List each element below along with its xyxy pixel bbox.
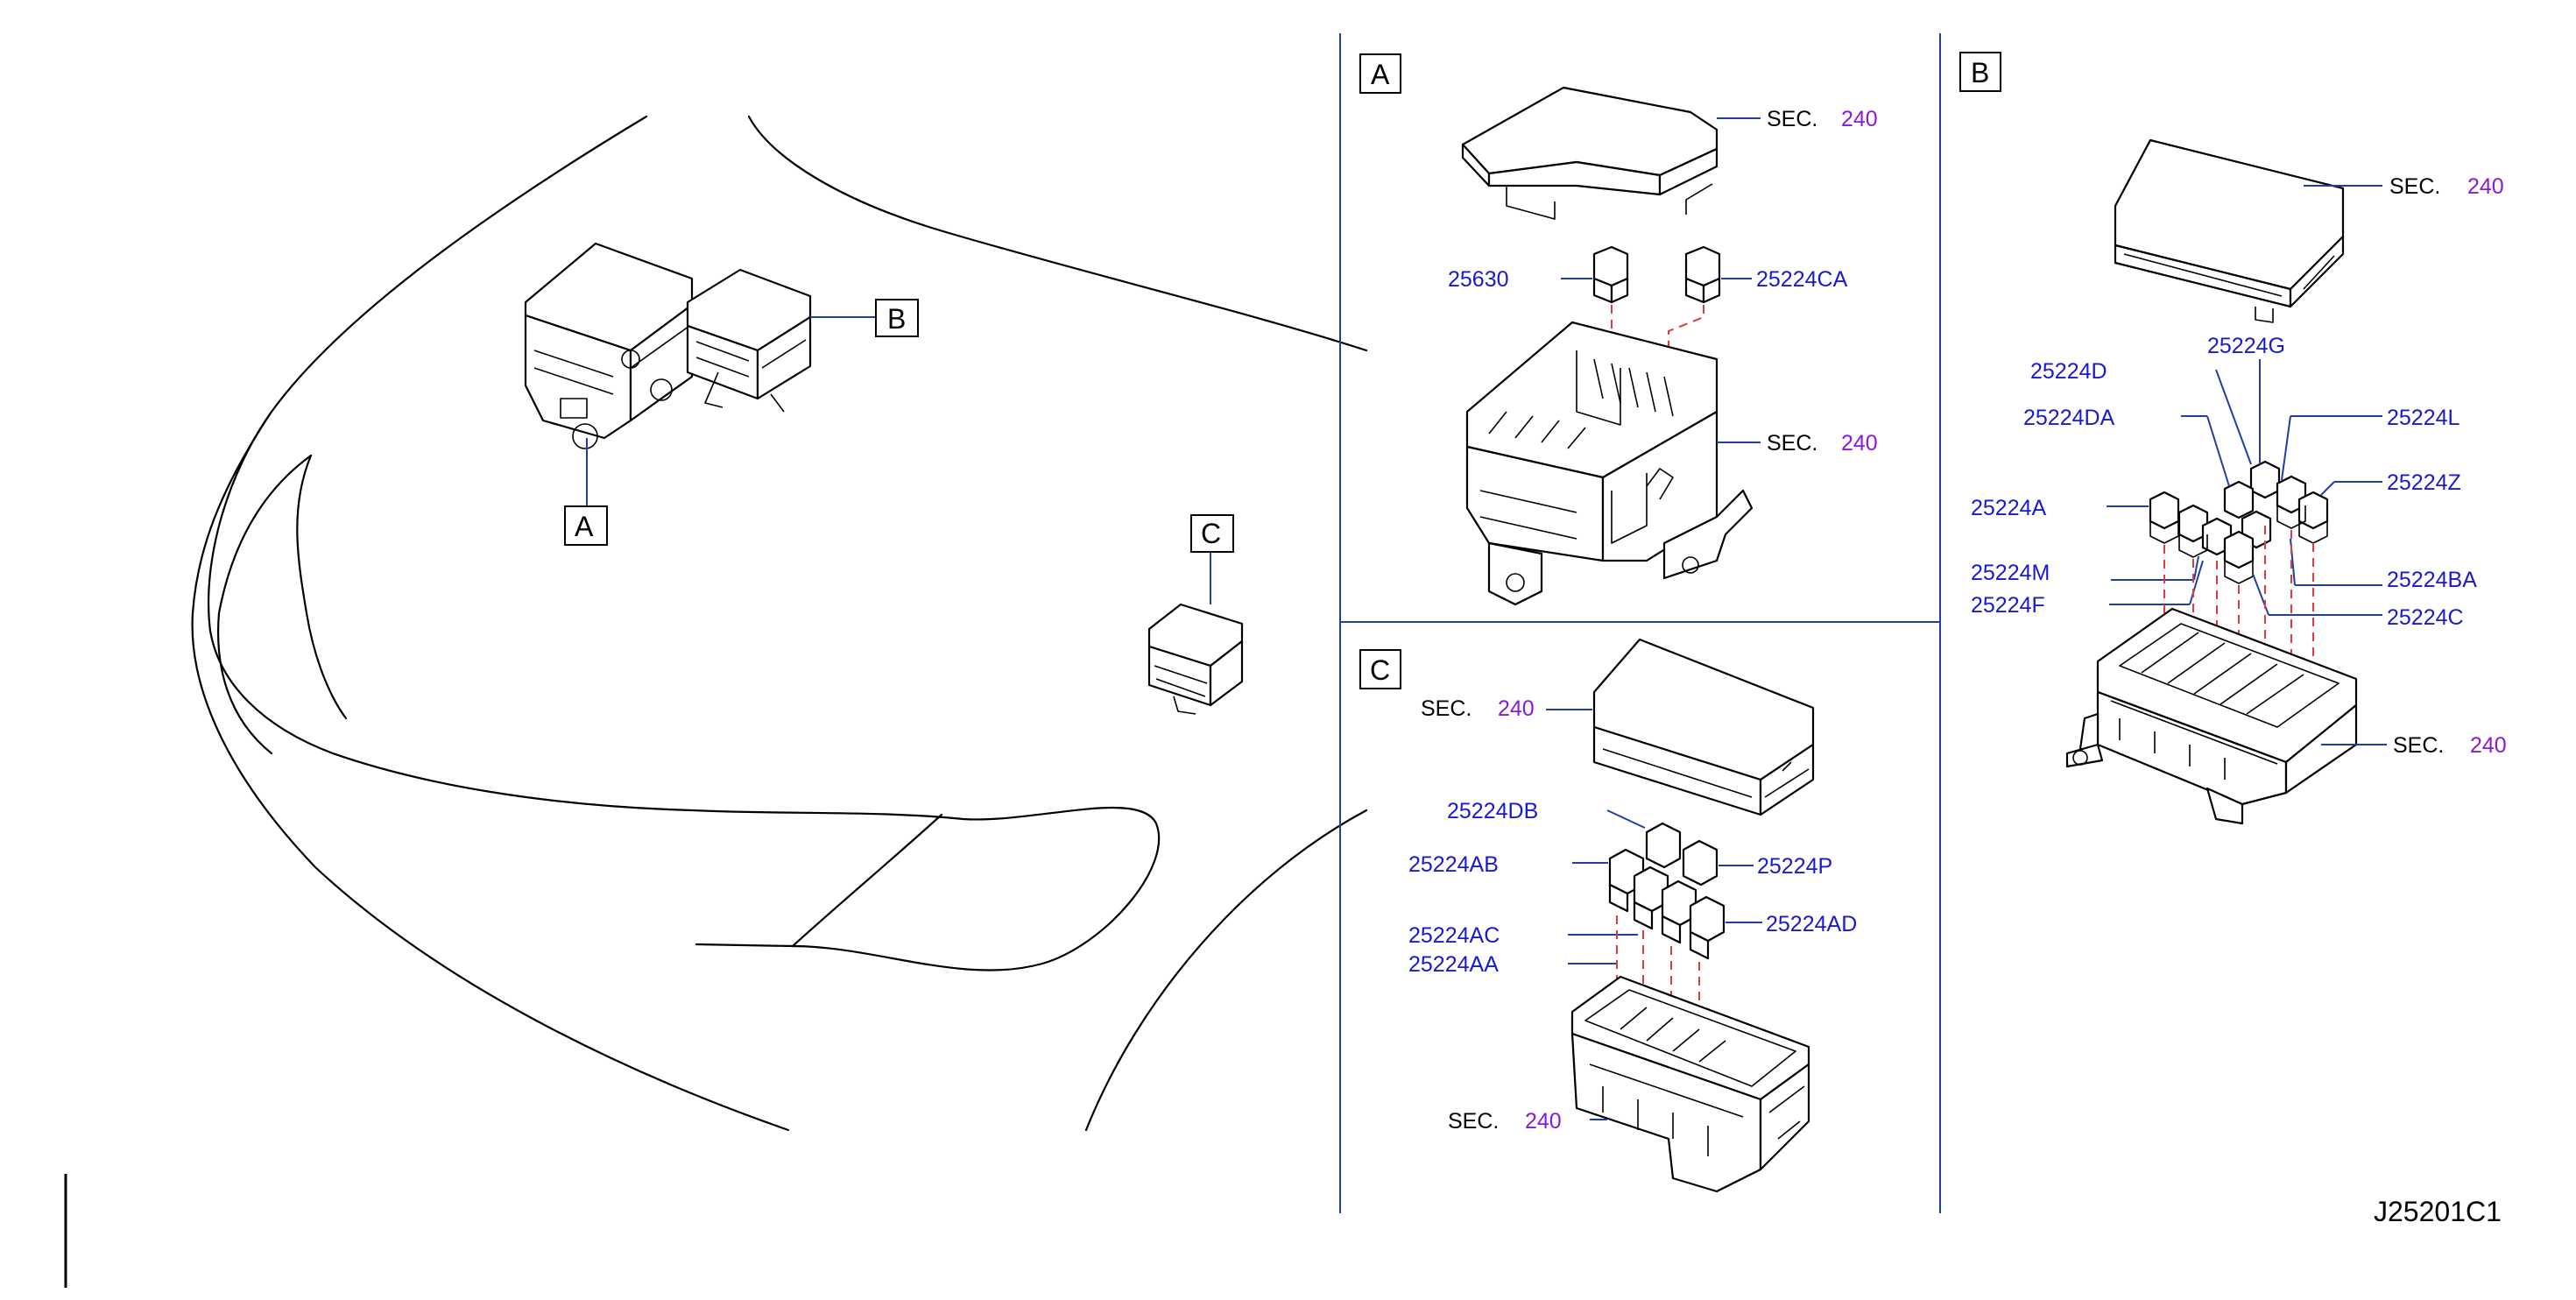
callout-a: A <box>575 511 594 542</box>
diagram-id: J25201C1 <box>2374 1196 2502 1227</box>
part-25224d: 25224D <box>2030 359 2107 384</box>
panel-c-box <box>1359 649 1401 689</box>
sec-label-a-top: SEC. <box>1767 107 1817 131</box>
panel-b-base <box>2065 607 2358 825</box>
leader-25224da-b <box>2206 415 2230 487</box>
part-25224c: 25224C <box>2387 605 2464 630</box>
panel-b-relays <box>2149 460 2329 584</box>
part-25224ad: 25224AD <box>1766 912 1857 936</box>
callout-b: B <box>887 303 906 335</box>
overview-fuse-box-a <box>524 242 694 449</box>
sec-num-c-top: 240 <box>1498 696 1535 721</box>
callout-box-c <box>1190 514 1234 553</box>
panel-c-cover <box>1592 638 1815 816</box>
part-25224db: 25224DB <box>1447 799 1538 823</box>
sec-label-b-bottom: SEC. <box>2393 733 2444 758</box>
part-25224ba: 25224BA <box>2387 568 2477 592</box>
overview-fuse-box-c <box>1147 603 1244 715</box>
part-25630: 25630 <box>1448 267 1509 292</box>
panel-a-letter: A <box>1371 59 1390 90</box>
overview-fuse-box-b <box>686 268 812 413</box>
panel-a-box <box>1359 53 1401 94</box>
part-25224aa: 25224AA <box>1408 952 1499 977</box>
panel-b-letter: B <box>1971 57 1989 88</box>
part-25224l: 25224L <box>2387 406 2460 430</box>
callout-box-a <box>564 505 608 546</box>
part-25224a: 25224A <box>1971 496 2047 520</box>
callout-box-b <box>875 299 919 337</box>
dash-lines-b <box>2163 526 2314 701</box>
sec-num-a-top: 240 <box>1841 107 1878 131</box>
panel-a-cover <box>1461 86 1719 220</box>
car-outline <box>191 115 1368 1132</box>
part-25224g: 25224G <box>2207 334 2285 358</box>
callout-c: C <box>1201 518 1221 549</box>
dash-lines-c <box>1616 915 1700 1051</box>
sec-label-c-bottom: SEC. <box>1448 1109 1499 1134</box>
sec-num-a-bottom: 240 <box>1841 431 1878 456</box>
part-25224m: 25224M <box>1971 561 2050 585</box>
leader-25224z-b <box>2320 481 2335 496</box>
leader-25224db <box>1606 809 1646 829</box>
panel-a-main-box <box>1465 321 1754 606</box>
sec-num-b-top: 240 <box>2467 174 2504 199</box>
part-25224ab: 25224AB <box>1408 852 1499 877</box>
leader-25224d <box>2215 369 2252 465</box>
part-25224da: 25224DA <box>2023 406 2115 430</box>
sec-label-c-top: SEC. <box>1421 696 1471 721</box>
panel-c-relays <box>1608 822 1726 960</box>
sec-num-b-bottom: 240 <box>2470 733 2507 758</box>
part-25224z: 25224Z <box>2387 470 2461 495</box>
leader-25224f-b <box>2189 560 2204 605</box>
sec-num-c-bottom: 240 <box>1525 1109 1562 1134</box>
sec-label-a-bottom: SEC. <box>1767 431 1817 456</box>
relay-25224ca-icon <box>1684 245 1721 304</box>
panel-c-base <box>1570 975 1810 1193</box>
panel-b-box <box>1959 52 2001 92</box>
leader-25224l-b <box>2281 415 2291 481</box>
part-25224ca: 25224CA <box>1756 267 1848 292</box>
part-25224f: 25224F <box>1971 593 2045 618</box>
leader-25224c-b <box>2252 573 2269 616</box>
panel-c-letter: C <box>1370 654 1390 686</box>
panel-b-cover <box>2114 138 2345 323</box>
leader-25224m-b <box>2193 555 2199 581</box>
relay-25630-icon <box>1592 245 1629 304</box>
part-25224p: 25224P <box>1757 854 1832 879</box>
part-25224ac: 25224AC <box>1408 923 1500 948</box>
sec-label-b-top: SEC. <box>2389 174 2440 199</box>
